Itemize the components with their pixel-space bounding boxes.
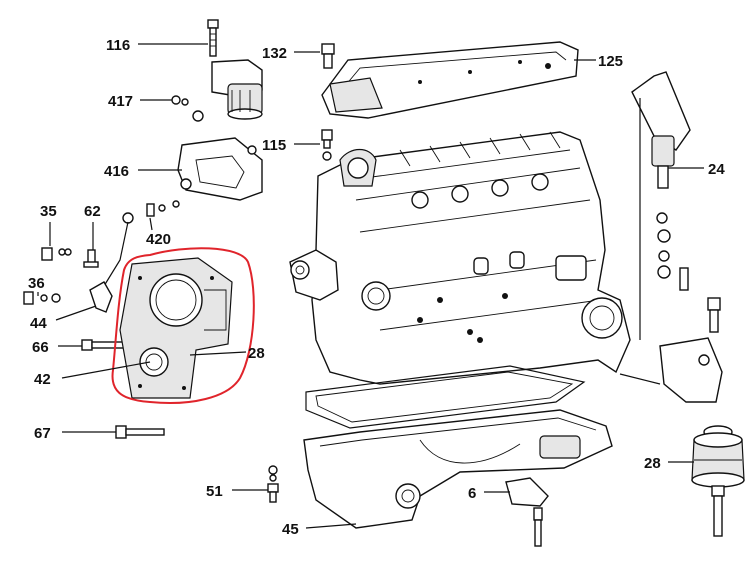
bolt-51-drawing: [267, 465, 279, 503]
callout-420: 420: [146, 231, 171, 248]
callout-35: 35: [40, 203, 57, 220]
oil-filter-housing-drawing: [171, 59, 263, 122]
callout-6: 6: [468, 485, 476, 502]
bolt-66-drawing: [81, 339, 129, 351]
callout-28-mount: 28: [644, 455, 661, 472]
engine-mount-24-drawing: [631, 71, 691, 291]
callout-42: 42: [34, 371, 51, 388]
bolt-116-drawing: [207, 19, 219, 57]
callout-416: 416: [104, 163, 129, 180]
callout-24: 24: [708, 161, 725, 178]
timing-cover-drawing: [119, 257, 233, 399]
leader-lines: [37, 43, 704, 529]
bolt-67-drawing: [115, 425, 165, 439]
callout-67: 67: [34, 425, 51, 442]
callout-125: 125: [598, 53, 623, 70]
bolt-115-drawing: [321, 129, 333, 161]
dipstick-tube-drawing: [103, 212, 134, 287]
small-fasteners-drawing: [23, 200, 180, 305]
callout-28-cover: 28: [248, 345, 265, 362]
bracket-416-drawing: [177, 137, 263, 201]
callout-51: 51: [206, 483, 223, 500]
part-6-drawing: [505, 477, 549, 547]
callout-115: 115: [262, 137, 286, 154]
water-pump-drawing: [289, 249, 339, 301]
engine-mount-bracket-drawing: [659, 297, 723, 403]
callout-labels: 116 132 125 417 115 24 416 35 62 420 36 …: [28, 37, 725, 538]
callout-116: 116: [106, 37, 130, 54]
callout-62: 62: [84, 203, 101, 220]
highlight-circle: [111, 247, 255, 404]
callout-132: 132: [262, 45, 287, 62]
callout-45: 45: [282, 521, 299, 538]
callout-44: 44: [30, 315, 47, 332]
callout-66: 66: [32, 339, 49, 356]
callout-417: 417: [108, 93, 133, 110]
oil-pan-gasket-drawing: [305, 365, 586, 429]
valve-cover-drawing: [321, 41, 579, 119]
oil-pan-drawing: [303, 409, 613, 529]
engine-block-drawing: [311, 131, 631, 385]
engine-mount-28-drawing: [691, 425, 745, 537]
part-44-drawing: [89, 281, 113, 313]
callout-36: 36: [28, 275, 45, 292]
